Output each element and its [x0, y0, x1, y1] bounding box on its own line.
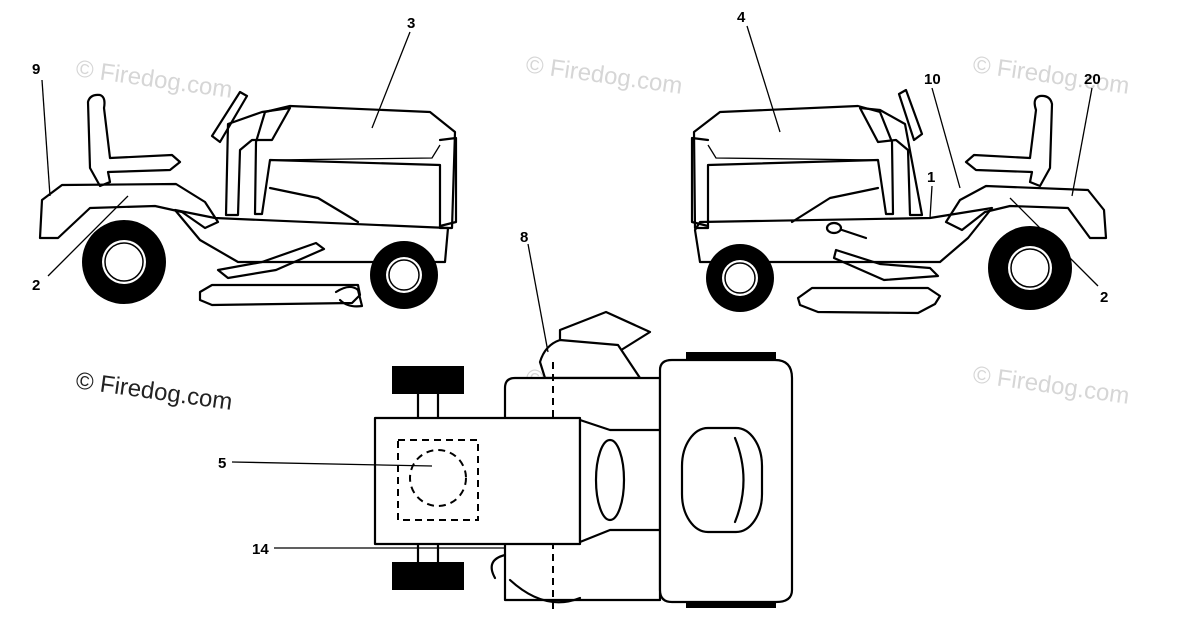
callout-1: 1 — [927, 169, 935, 186]
watermark-top-left: © Firedog.com — [74, 55, 234, 104]
steering-wheel-left — [210, 90, 249, 144]
hood-side-line-left — [268, 186, 360, 224]
leader-9 — [41, 79, 51, 197]
deck-lift-arm-right — [832, 248, 940, 282]
callout-3: 3 — [407, 15, 415, 32]
leader-5 — [231, 461, 433, 467]
hood-crease-right — [707, 144, 879, 161]
seat-circle-top — [409, 449, 467, 507]
mower-deck-right — [796, 286, 942, 315]
tractor-top-view — [373, 310, 794, 610]
hood-grille-top — [680, 426, 764, 534]
callout-2-left: 2 — [32, 277, 40, 294]
dash-tower-right — [858, 106, 924, 217]
leader-10 — [931, 87, 961, 189]
rear-fender-left — [38, 182, 220, 240]
callout-10: 10 — [924, 71, 941, 88]
chute-base-top — [538, 338, 642, 380]
hood-detail-top — [733, 436, 745, 524]
callout-5: 5 — [218, 455, 226, 472]
hood-left — [253, 104, 457, 230]
leader-8 — [527, 243, 549, 353]
callout-20: 20 — [1084, 71, 1101, 88]
callout-14: 14 — [252, 541, 269, 558]
leader-2-left — [47, 195, 129, 277]
tractor-right-side-view — [690, 88, 1108, 315]
hood-side-line-right — [790, 186, 880, 224]
watermark-right: © Firedog.com — [971, 361, 1131, 410]
steering-top — [594, 438, 626, 522]
leader-20 — [1071, 87, 1093, 197]
callout-2-right: 2 — [1100, 289, 1108, 306]
mower-deck-left — [198, 283, 362, 307]
rear-tire-bottom-left — [392, 562, 464, 590]
dash-tower-left — [224, 106, 292, 217]
grille-left — [438, 136, 458, 228]
seat-left — [86, 93, 182, 188]
deck-curve-top — [508, 578, 582, 604]
rear-fender-right — [944, 184, 1108, 240]
watermark-top-right: © Firedog.com — [971, 51, 1131, 100]
deck-edge-top — [490, 553, 507, 580]
grille-right — [690, 136, 710, 228]
hood-right — [692, 104, 895, 230]
leader-lines — [41, 25, 1099, 549]
watermark-left-dark: © Firedog.com — [74, 367, 234, 416]
watermark-top-center: © Firedog.com — [524, 51, 684, 100]
callout-8: 8 — [520, 229, 528, 246]
tractor-left-side-view — [38, 90, 458, 309]
rear-tire-top-left — [392, 366, 464, 394]
seat-outline-top — [397, 439, 479, 521]
leader-1 — [929, 185, 933, 219]
callout-9: 9 — [32, 61, 40, 78]
leader-2-right — [1009, 197, 1099, 287]
callout-labels: 9 2 3 4 10 1 20 2 8 5 14 — [32, 9, 1108, 558]
callout-4: 4 — [737, 9, 746, 26]
steering-wheel-right — [897, 88, 924, 142]
deck-chute-left — [334, 285, 364, 308]
seat-right — [964, 94, 1054, 188]
hood-crease-left — [269, 144, 441, 161]
leader-4 — [746, 25, 781, 133]
leader-3 — [371, 31, 411, 129]
